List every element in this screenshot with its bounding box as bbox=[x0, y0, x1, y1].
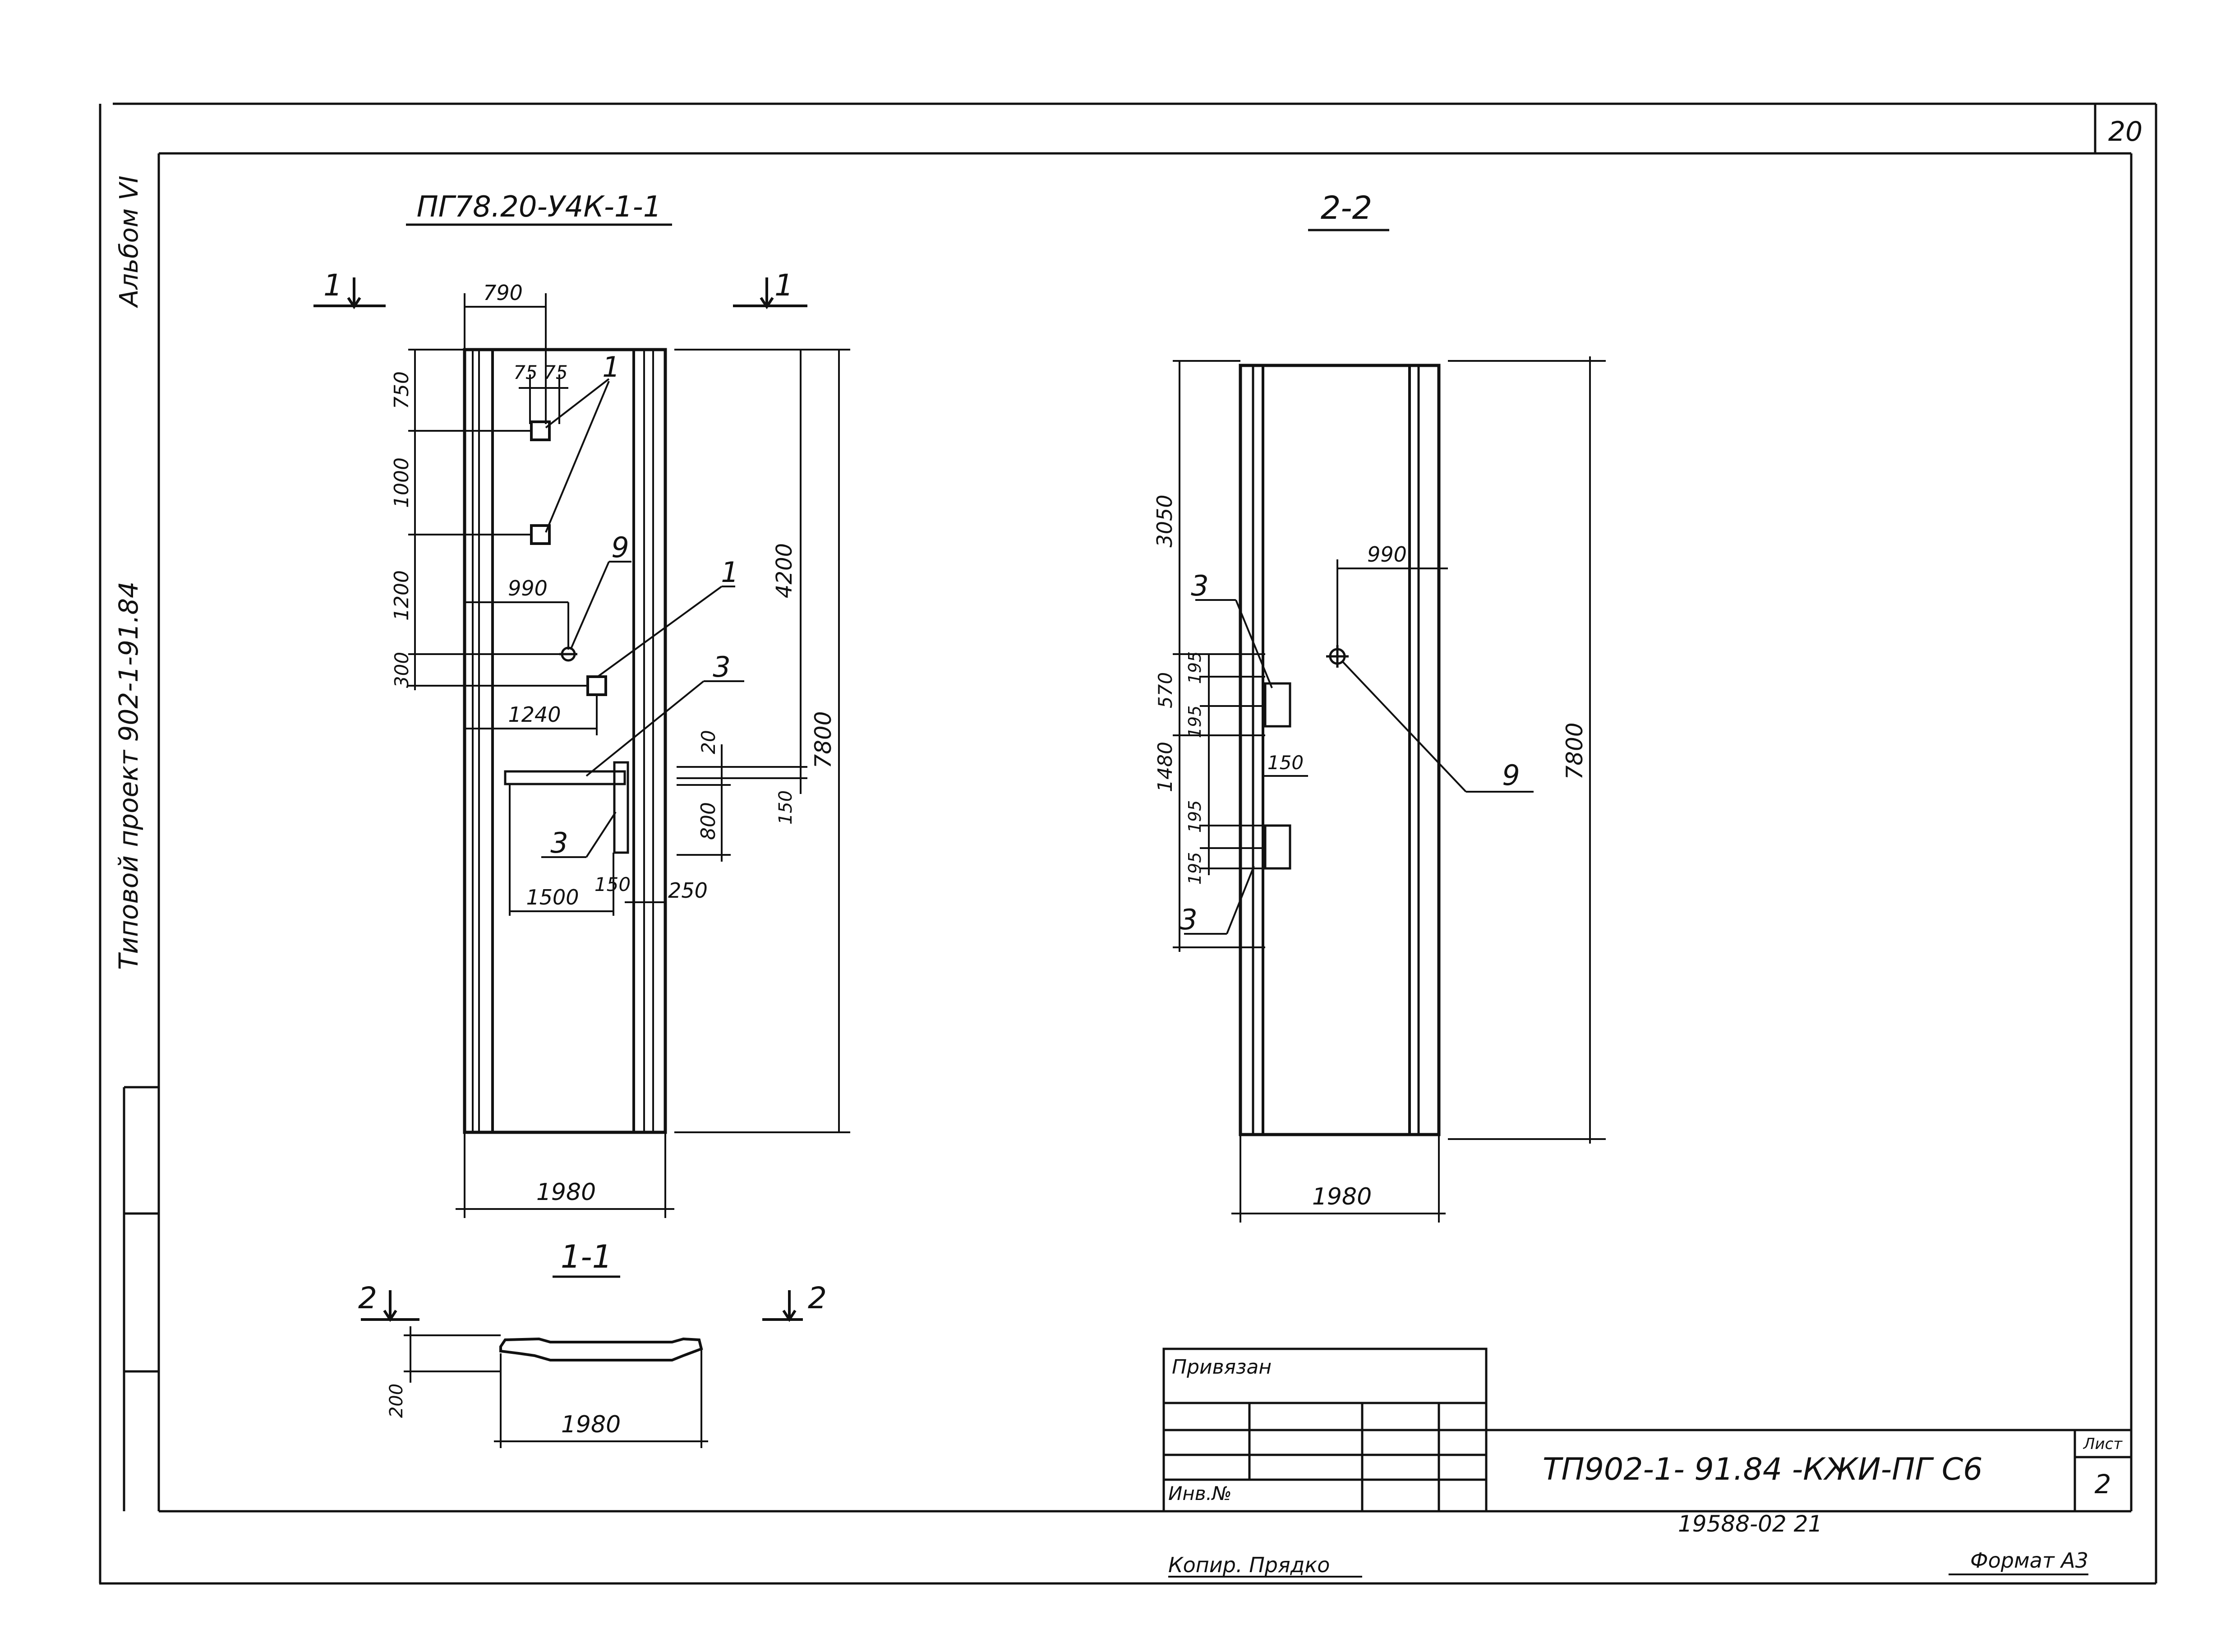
dim-990: 990 bbox=[508, 576, 548, 600]
callout-9-section: 9 bbox=[1502, 759, 1520, 792]
cut-marker-2-left bbox=[361, 1290, 419, 1322]
dim-4200: 4200 bbox=[772, 543, 797, 598]
dim-990-section: 990 bbox=[1367, 542, 1407, 567]
section-2-2: 2-2 bbox=[1152, 189, 1606, 1223]
cut-label-left: 1 bbox=[323, 268, 342, 303]
callout-3-lower: 3 bbox=[1180, 903, 1197, 936]
doc-code: ТП902-1- 91.84 -КЖИ-ПГ С6 bbox=[1543, 1452, 1983, 1487]
dim-800: 800 bbox=[697, 802, 720, 840]
callout-1b: 1 bbox=[721, 556, 738, 589]
opening-3-horizontal bbox=[504, 770, 626, 785]
sheet-frame bbox=[99, 102, 2157, 1585]
project-label: Типовой проект 902-1-91.84 bbox=[113, 581, 144, 970]
dim-195b: 195 bbox=[1185, 706, 1205, 738]
dim-250: 250 bbox=[668, 878, 708, 903]
section-2-2-title: 2-2 bbox=[1321, 189, 1372, 226]
opening-3-lower bbox=[1264, 824, 1291, 870]
main-leaders bbox=[541, 378, 744, 858]
embedded-plate-1c bbox=[586, 675, 607, 696]
dim-1980-main: 1980 bbox=[536, 1179, 596, 1206]
inv-no-label: Инв.№ bbox=[1168, 1482, 1232, 1504]
cut-marker-right bbox=[733, 277, 807, 309]
album-label: Альбом VI bbox=[115, 175, 144, 308]
dim-750: 750 bbox=[390, 371, 413, 409]
dim-1980-section-1-1: 1980 bbox=[561, 1411, 621, 1438]
dim-150-section: 150 bbox=[1267, 752, 1304, 774]
callout-9: 9 bbox=[611, 531, 629, 564]
main-dim-lines bbox=[408, 293, 850, 1218]
dim-195a: 195 bbox=[1185, 651, 1205, 684]
dim-195d: 195 bbox=[1185, 852, 1205, 885]
section-1-1-title: 1-1 bbox=[561, 1238, 612, 1275]
dim-195c: 195 bbox=[1185, 800, 1205, 833]
copier-label: Копир. Прядко bbox=[1168, 1553, 1330, 1577]
archive-number: 19588-02 21 bbox=[1678, 1511, 1822, 1537]
cut-marker-2-right bbox=[762, 1290, 803, 1322]
opening-3-upper bbox=[1264, 682, 1291, 728]
title-block bbox=[1162, 1347, 2131, 1513]
callout-3-upper: 3 bbox=[1191, 569, 1208, 602]
opening-3-vertical bbox=[613, 761, 629, 854]
main-view-title: ПГ78.20-У4К-1-1 bbox=[417, 190, 662, 224]
attached-label: Привязан bbox=[1172, 1356, 1272, 1379]
section-2-2-leaders bbox=[1184, 599, 1534, 935]
callout-3b: 3 bbox=[550, 826, 568, 859]
dim-1000: 1000 bbox=[390, 457, 413, 508]
cut-label-right: 1 bbox=[774, 268, 793, 303]
embedded-plate-1a bbox=[530, 420, 551, 441]
dim-1240: 1240 bbox=[508, 702, 561, 727]
dim-570: 570 bbox=[1154, 672, 1176, 708]
dim-1980-section-2-2: 1980 bbox=[1312, 1183, 1372, 1210]
cut-label-2-right: 2 bbox=[808, 1281, 827, 1315]
callout-3a: 3 bbox=[713, 651, 730, 683]
dim-7800-section: 7800 bbox=[1562, 722, 1588, 780]
dim-3050: 3050 bbox=[1152, 494, 1177, 547]
slab-outline bbox=[463, 348, 667, 1134]
callout-1a: 1 bbox=[602, 351, 620, 383]
dim-1480: 1480 bbox=[1154, 742, 1177, 792]
section-1-1-dim-lines bbox=[404, 1326, 708, 1448]
dim-150: 150 bbox=[594, 873, 631, 895]
dim-1200: 1200 bbox=[390, 570, 413, 621]
dim-75a: 75 bbox=[513, 361, 537, 383]
dim-20: 20 bbox=[697, 730, 719, 754]
dim-300: 300 bbox=[391, 652, 413, 688]
section-2-2-outline bbox=[1239, 364, 1441, 1136]
dim-7800: 7800 bbox=[810, 711, 836, 768]
dim-75b: 75 bbox=[544, 361, 567, 383]
cut-marker-left bbox=[313, 277, 386, 309]
dim-1500: 1500 bbox=[526, 885, 579, 909]
sheet-number: 2 bbox=[2095, 1469, 2111, 1500]
section-1-1: 1-1 2 2 200 1980 bbox=[358, 1238, 827, 1448]
page-number: 20 bbox=[2108, 116, 2143, 148]
cut-label-2-left: 2 bbox=[358, 1281, 377, 1315]
format-label: Формат А3 bbox=[1970, 1548, 2088, 1573]
section-2-2-dim-lines bbox=[1173, 356, 1606, 1223]
dim-790: 790 bbox=[483, 281, 523, 305]
dim-200: 200 bbox=[386, 1384, 407, 1418]
sheet-label: Лист bbox=[2083, 1435, 2123, 1453]
dim-150-right: 150 bbox=[775, 790, 796, 825]
lifting-loop-9 bbox=[559, 646, 577, 662]
slab-cross-section bbox=[499, 1337, 703, 1361]
main-view: ПГ78.20-У4К-1-1 1 1 bbox=[313, 190, 850, 1218]
